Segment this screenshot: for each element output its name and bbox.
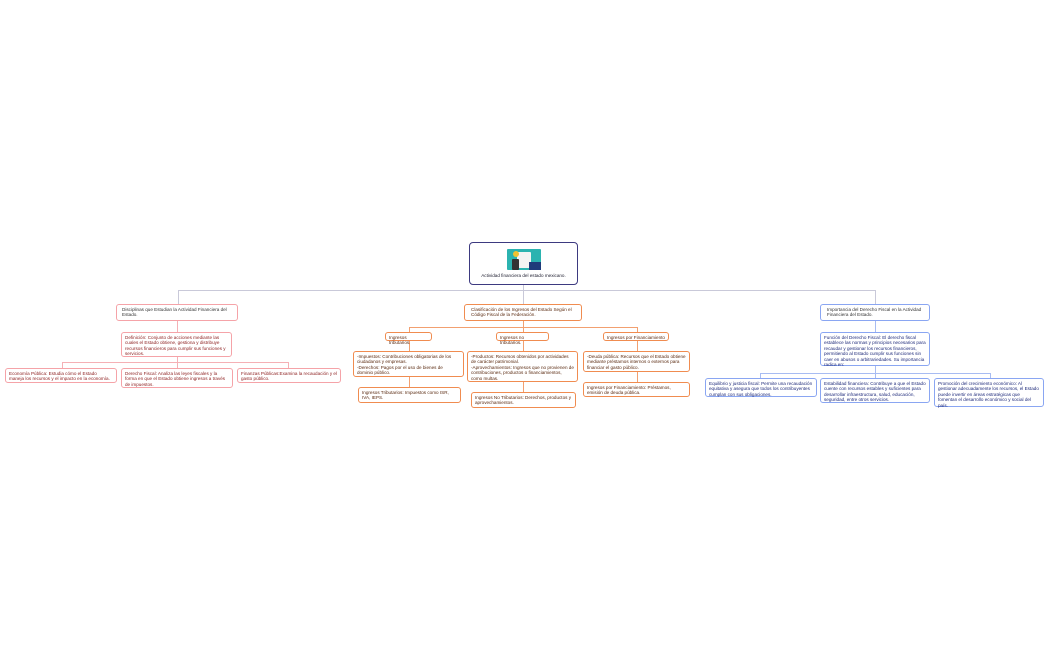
group-detail[interactable]: -Impuestos: Contribuciones obligatorias … — [353, 351, 464, 377]
connector — [409, 377, 410, 387]
connector — [760, 373, 761, 378]
connector — [62, 362, 288, 363]
root-title: Actividad financiera del estado mexicano… — [481, 273, 566, 278]
middle-branch-title[interactable]: Clasificación de los Ingresos del Estado… — [464, 304, 582, 321]
left-definition[interactable]: Definición: Conjunto de acciones mediant… — [121, 332, 232, 357]
group-detail[interactable]: -Productos: Recursos obtenidos por activ… — [467, 351, 578, 382]
group-label[interactable]: Ingresos no tributarios. — [496, 332, 549, 345]
connector — [875, 290, 876, 304]
connector — [875, 321, 876, 332]
group-summary[interactable]: Ingresos por Financiamiento: Préstamos, … — [583, 382, 690, 397]
group-label[interactable]: Ingresos por Financiamiento — [603, 332, 669, 341]
right-child-equilibrio[interactable]: Equilibrio y justicia fiscal: Permite un… — [705, 378, 817, 397]
connector — [178, 290, 875, 291]
finance-illustration-icon — [507, 249, 541, 270]
connector — [875, 366, 876, 378]
left-child-derecho[interactable]: Derecho Fiscal: Analiza las leyes fiscal… — [121, 368, 233, 388]
left-child-finanzas[interactable]: Finanzas Públicas:Examina la recaudación… — [237, 368, 341, 383]
connector — [523, 341, 524, 351]
connector — [409, 327, 410, 332]
connector — [177, 321, 178, 332]
right-definition[interactable]: Función del Derecho Fiscal: El derecho f… — [820, 332, 930, 367]
connector — [637, 327, 638, 332]
right-branch-title[interactable]: Importancia del Derecho Fiscal en la Act… — [820, 304, 930, 321]
connector — [637, 341, 638, 351]
connector — [409, 327, 637, 328]
connector — [990, 373, 991, 378]
group-label[interactable]: Ingresos tributarios. — [385, 332, 432, 345]
root-node[interactable]: Actividad financiera del estado mexicano… — [469, 242, 578, 285]
connector — [62, 362, 63, 368]
connector — [523, 321, 524, 332]
group-detail[interactable]: -Deuda pública: Recursos que el Estado o… — [583, 351, 690, 372]
group-summary[interactable]: Ingresos Tributarios: Impuestos como ISR… — [358, 387, 461, 403]
connector — [637, 372, 638, 382]
left-branch-title[interactable]: Disciplinas que Estudian la Actividad Fi… — [116, 304, 238, 321]
connector — [523, 290, 524, 304]
right-child-crecimiento[interactable]: Promoción del crecimiento económico: Al … — [934, 378, 1044, 408]
connector — [178, 290, 179, 304]
left-child-economia[interactable]: Economía Pública: Estudia cómo el Estado… — [5, 368, 117, 383]
connector — [288, 362, 289, 368]
connector — [523, 285, 524, 290]
group-summary[interactable]: Ingresos No Tributarios: Derechos, produ… — [471, 392, 576, 408]
connector — [523, 382, 524, 392]
connector — [760, 373, 990, 374]
right-child-estabilidad[interactable]: Estabilidad financiera: Contribuye a que… — [820, 378, 930, 403]
connector — [409, 341, 410, 351]
